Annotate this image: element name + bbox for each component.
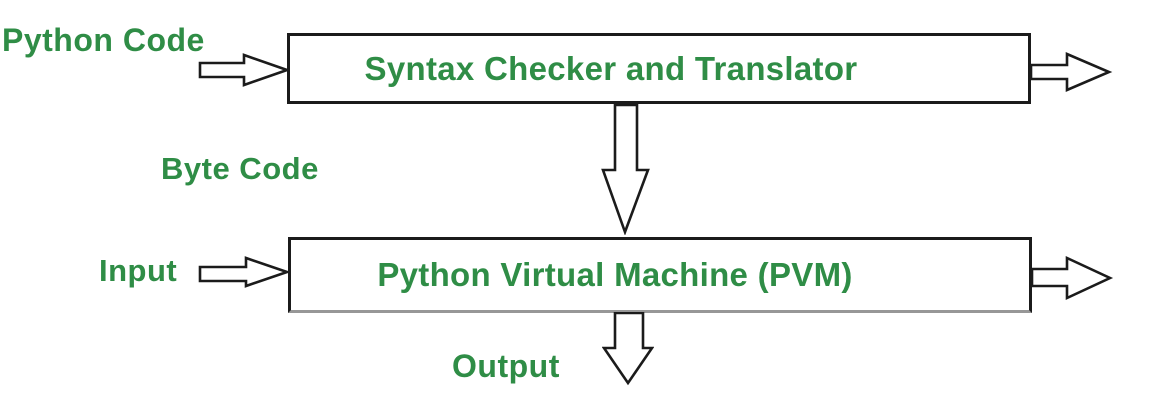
python-code-label: Python Code: [2, 22, 205, 58]
syntax-checker-box: Syntax Checker and Translator: [287, 33, 1031, 104]
down-arrow-icon: [602, 312, 654, 386]
right-arrow-icon: [198, 255, 290, 289]
byte-code-label: Byte Code: [161, 151, 319, 186]
pvm-box-label: Python Virtual Machine (PVM): [377, 256, 853, 293]
pvm-box: Python Virtual Machine (PVM): [288, 237, 1032, 313]
right-arrow-icon: [1030, 255, 1114, 301]
syntax-checker-box-label: Syntax Checker and Translator: [364, 49, 858, 87]
input-label: Input: [99, 253, 178, 288]
down-arrow-icon: [601, 104, 651, 235]
output-label: Output: [452, 348, 560, 384]
right-arrow-icon: [198, 51, 290, 89]
right-arrow-icon: [1029, 51, 1113, 93]
